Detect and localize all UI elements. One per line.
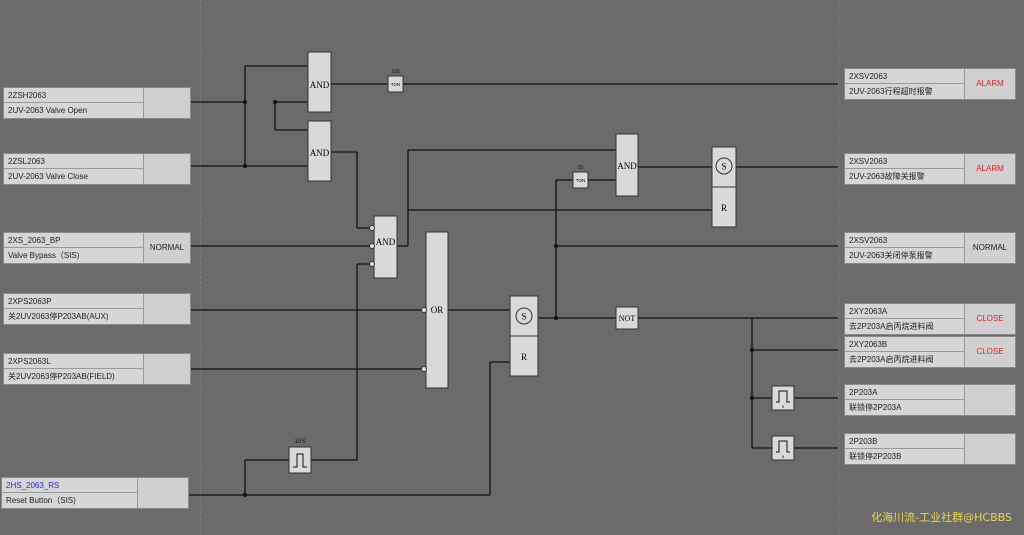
output-desc: 2UV-2063故障关报警 [845, 169, 965, 184]
output-desc: 去2P203A启丙烷进料阀 [845, 319, 965, 334]
output-tag: 2XSV2063 [845, 154, 965, 169]
pulse-timer[interactable]: 10S [288, 439, 312, 474]
input-desc: 2UV-2063 Valve Close [4, 169, 144, 184]
and-gate-1[interactable]: AND [307, 51, 332, 113]
sr-latch-1[interactable]: S R [509, 295, 539, 377]
input-2zsl2063[interactable]: 2ZSL2063 2UV-2063 Valve Close [3, 153, 191, 185]
input-2zsh2063[interactable]: 2ZSH2063 2UV-2063 Valve Open [3, 87, 191, 119]
output-tag: 2XSV2063 [845, 69, 965, 84]
and-gate-3[interactable]: AND [369, 215, 398, 279]
output-desc: 2UV-2063关闭停泵报警 [845, 248, 965, 263]
input-2xps2063l[interactable]: 2XPS2063L 关2UV2063停P203AB(FIELD) [3, 353, 191, 385]
output-pump-stop-alarm[interactable]: 2XSV2063 2UV-2063关闭停泵报警 NORMAL [844, 232, 1016, 264]
or-gate-label: OR [431, 305, 444, 315]
ton-timer-2[interactable]: TON 3S [572, 165, 589, 189]
output-value: NORMAL [965, 233, 1015, 263]
output-desc: 联锁停2P203A [845, 400, 965, 415]
output-value [965, 434, 1015, 464]
output-value: ALARM [965, 154, 1015, 184]
output-alarm-fault-close[interactable]: 2XSV2063 2UV-2063故障关报警 ALARM [844, 153, 1016, 185]
sr-latch-1-reset: R [521, 352, 527, 362]
and-gate-4[interactable]: AND [615, 133, 639, 197]
wires [188, 65, 838, 496]
output-value [965, 385, 1015, 415]
output-tag: 2XY2063B [845, 337, 965, 352]
input-tag: 2HS_2063_RS [2, 478, 138, 493]
input-tag: 2ZSH2063 [4, 88, 144, 103]
input-tag: 2XPS2063P [4, 294, 144, 309]
junction-dots [243, 100, 754, 497]
input-desc: 关2UV2063停P203AB(AUX) [4, 309, 144, 324]
ton-timer-2-setpoint: 3S [577, 165, 584, 171]
output-value: CLOSE [965, 304, 1015, 334]
input-reset-button[interactable]: 2HS_2063_RS Reset Button（SIS) [1, 477, 189, 509]
ton-timer-2-label: TON [576, 178, 585, 183]
not-gate[interactable]: NOT [615, 306, 639, 330]
and-gate-3-label: AND [376, 237, 396, 247]
section-divider-right [838, 0, 839, 535]
output-value: ALARM [965, 69, 1015, 99]
input-desc: 2UV-2063 Valve Open [4, 103, 144, 118]
and-gate-1-label: AND [310, 80, 330, 90]
output-tag: 2P203B [845, 434, 965, 449]
and-gate-2-label: AND [310, 148, 330, 158]
and-gate-2[interactable]: AND [307, 120, 332, 182]
input-value [144, 88, 190, 118]
input-desc: Reset Button（SIS) [2, 493, 138, 508]
output-tag: 2P203A [845, 385, 965, 400]
input-2xps2063p[interactable]: 2XPS2063P 关2UV2063停P203AB(AUX) [3, 293, 191, 325]
sr-latch-1-set: S [521, 312, 526, 322]
input-2xs-2063-bp[interactable]: 2XS_2063_BP Valve Bypass（SIS) NORMAL [3, 232, 191, 264]
input-tag: 2XPS2063L [4, 354, 144, 369]
section-divider-left [200, 0, 201, 535]
input-value [144, 294, 190, 324]
input-value: NORMAL [144, 233, 190, 263]
input-value [138, 478, 188, 508]
input-desc: 关2UV2063停P203AB(FIELD) [4, 369, 144, 384]
sr-latch-2[interactable]: S R [711, 146, 737, 228]
output-2xy2063b[interactable]: 2XY2063B 去2P203A启丙烷进料阀 CLOSE [844, 336, 1016, 368]
ton-timer-1-setpoint: 10S [391, 69, 401, 75]
input-desc: Valve Bypass（SIS) [4, 248, 144, 263]
sr-latch-2-reset: R [721, 203, 727, 213]
output-value: CLOSE [965, 337, 1015, 367]
or-gate[interactable]: OR [421, 231, 449, 389]
output-alarm-travel-timeout[interactable]: 2XSV2063 2UV-2063行程超时报警 ALARM [844, 68, 1016, 100]
output-desc: 2UV-2063行程超时报警 [845, 84, 965, 99]
ton-timer-1[interactable]: TON 10S [387, 69, 404, 93]
pulse-b-label: 5 [782, 454, 785, 459]
not-gate-label: NOT [619, 314, 636, 323]
watermark: 化海川流-工业社群@HCBBS [871, 511, 1012, 524]
pulse-timer-setpoint: 10S [295, 439, 306, 445]
input-value [144, 154, 190, 184]
output-desc: 去2P203A启丙烷进料阀 [845, 352, 965, 367]
output-desc: 联锁停2P203B [845, 449, 965, 464]
output-tag: 2XSV2063 [845, 233, 965, 248]
pulse-a-label: 5 [782, 404, 785, 409]
input-tag: 2ZSL2063 [4, 154, 144, 169]
output-tag: 2XY2063A [845, 304, 965, 319]
pulse-a[interactable]: 5 [771, 385, 795, 411]
output-2xy2063a[interactable]: 2XY2063A 去2P203A启丙烷进料阀 CLOSE [844, 303, 1016, 335]
input-value [144, 354, 190, 384]
output-2p203b[interactable]: 2P203B 联锁停2P203B [844, 433, 1016, 465]
and-gate-4-label: AND [617, 161, 637, 171]
sr-latch-2-set: S [721, 162, 726, 172]
pulse-b[interactable]: 5 [771, 435, 795, 461]
ton-timer-1-label: TON [391, 82, 400, 87]
output-2p203a[interactable]: 2P203A 联锁停2P203A [844, 384, 1016, 416]
input-tag: 2XS_2063_BP [4, 233, 144, 248]
